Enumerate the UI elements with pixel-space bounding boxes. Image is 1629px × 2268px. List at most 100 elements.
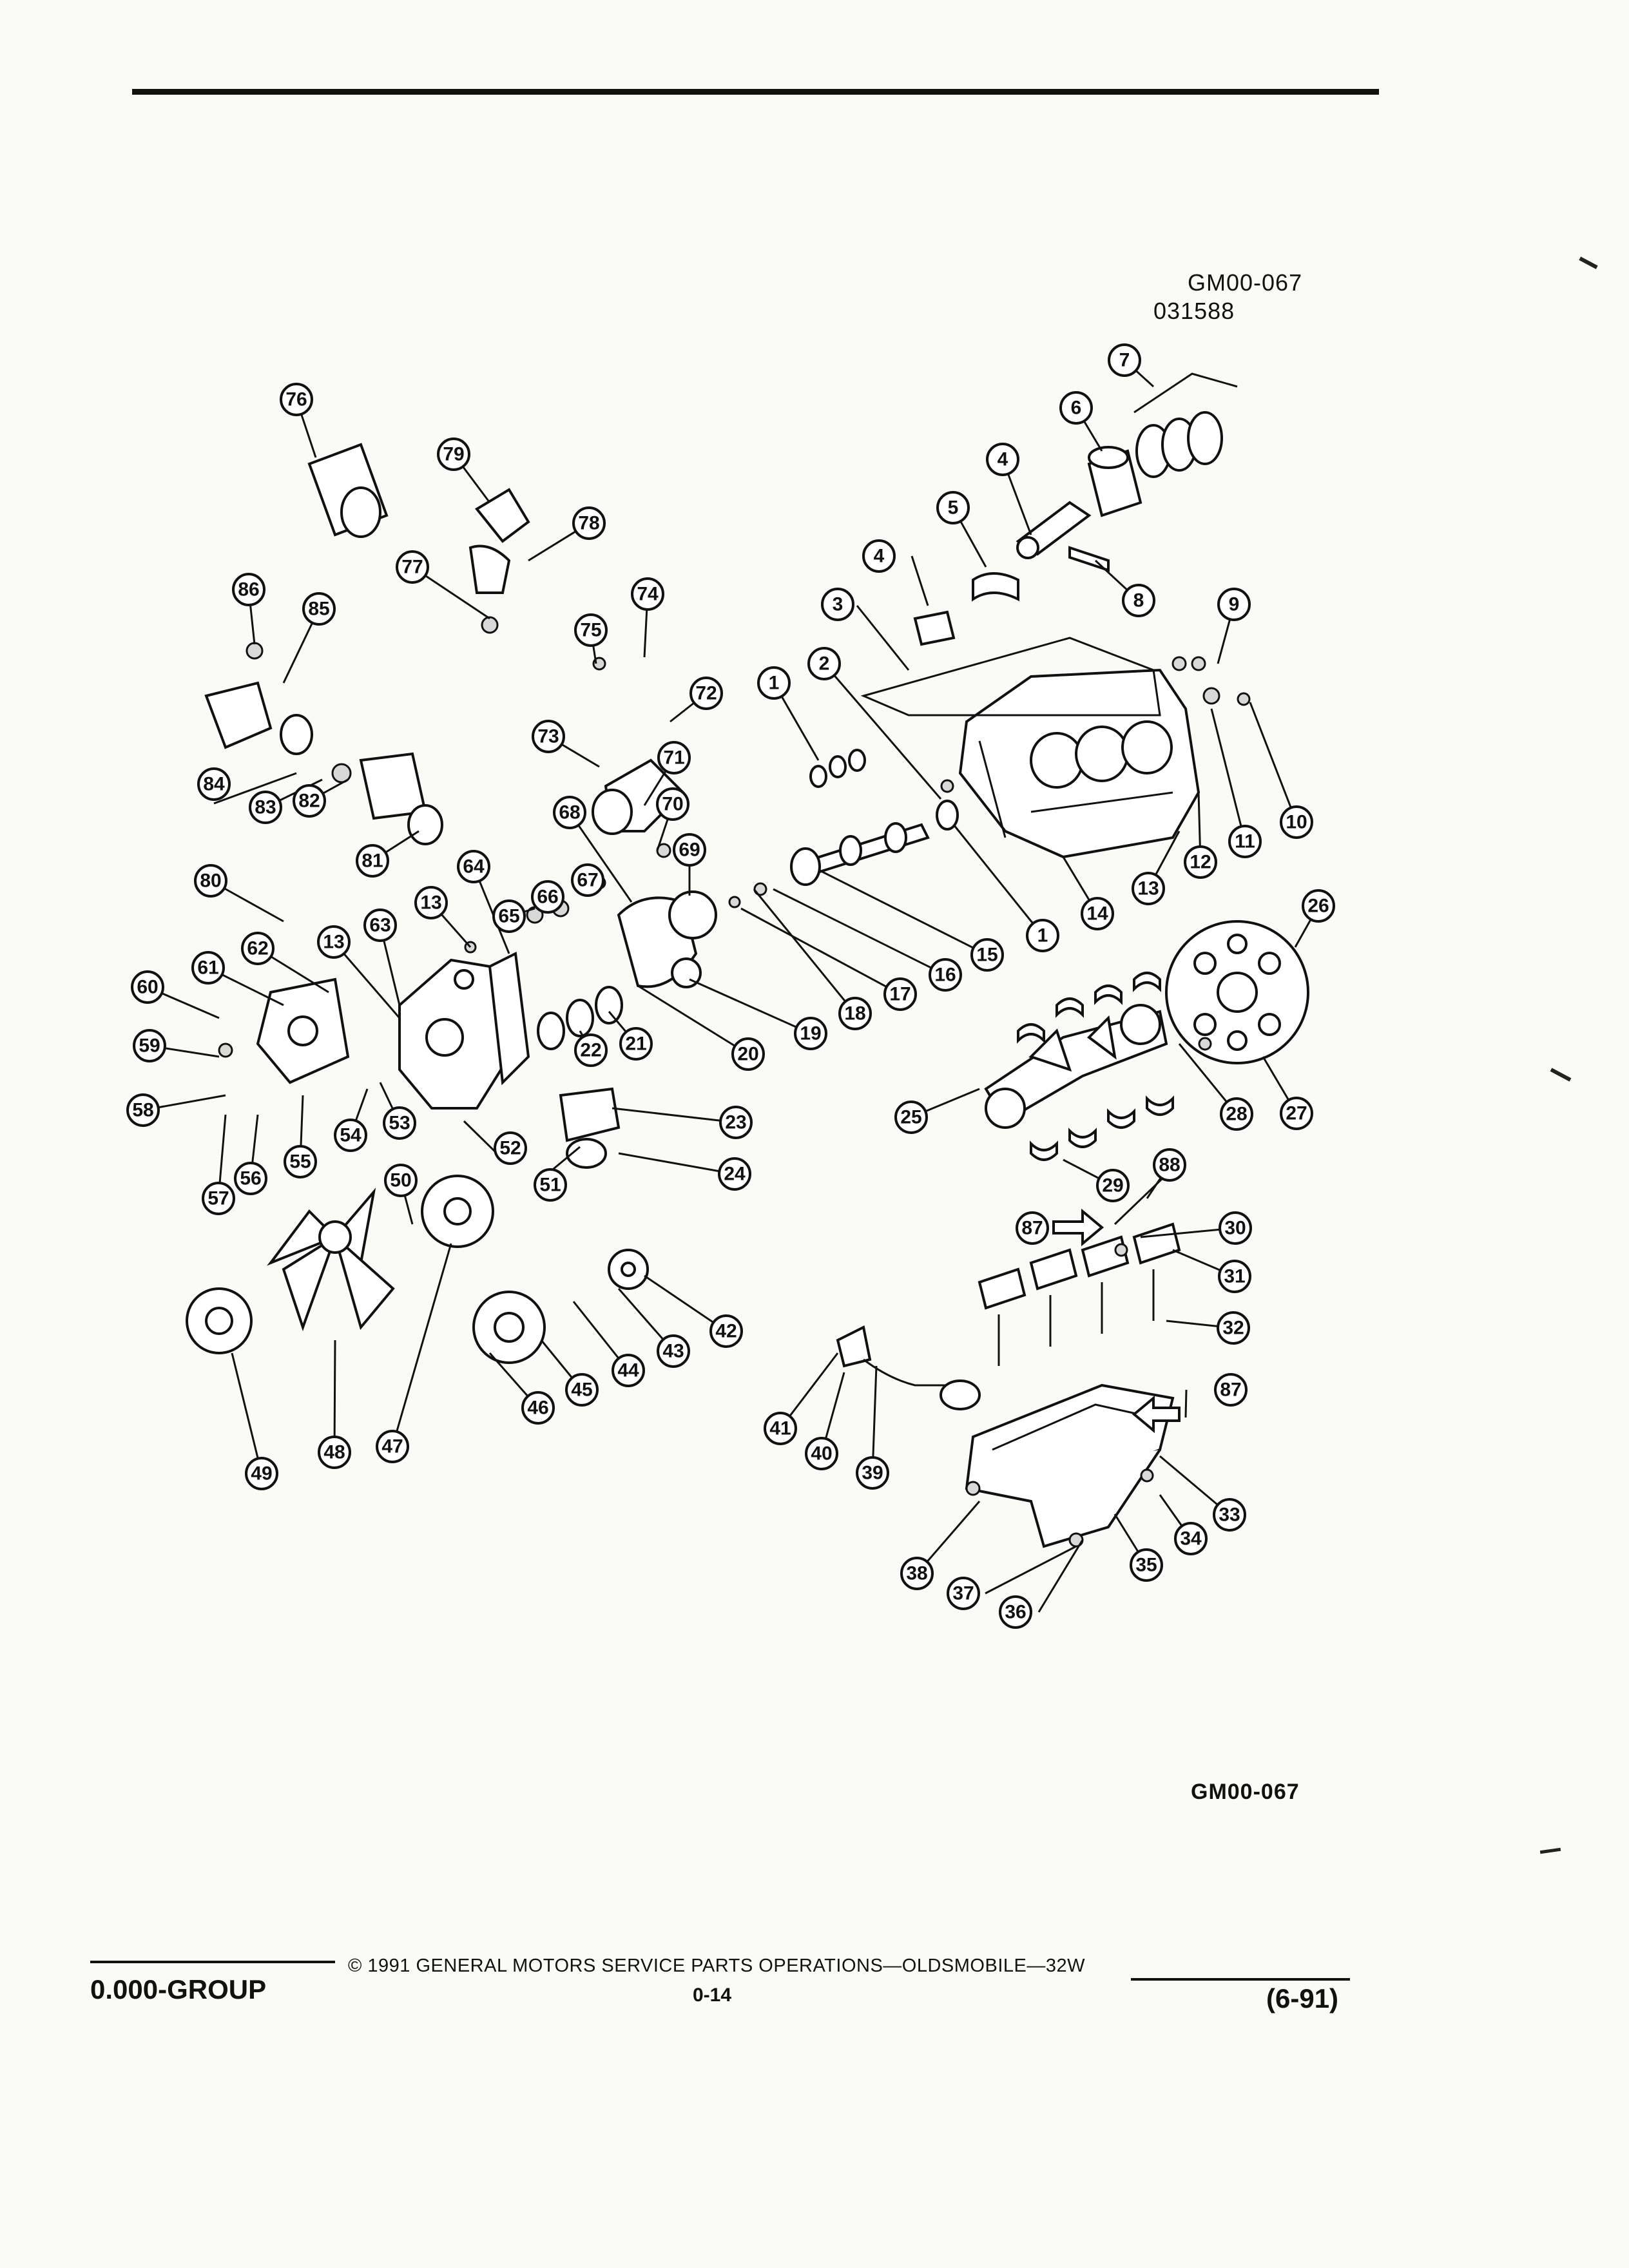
svg-text:25: 25 [900, 1107, 921, 1128]
callout-71: 71 [657, 741, 691, 774]
callout-1: 1 [757, 666, 791, 700]
svg-text:6: 6 [1071, 398, 1082, 419]
svg-text:63: 63 [369, 915, 390, 936]
svg-text:17: 17 [889, 984, 911, 1005]
svg-text:13: 13 [1137, 878, 1159, 899]
front-seal-3 [595, 986, 623, 1024]
svg-text:29: 29 [1102, 1175, 1123, 1196]
callout-11: 11 [1228, 825, 1262, 858]
callout-17: 17 [883, 977, 917, 1011]
callout-13: 13 [414, 886, 448, 919]
svg-text:5: 5 [948, 497, 959, 519]
svg-text:52: 52 [499, 1138, 521, 1159]
svg-text:72: 72 [695, 683, 717, 704]
svg-text:60: 60 [137, 977, 158, 998]
callout-73: 73 [532, 720, 565, 753]
svg-text:79: 79 [443, 444, 464, 465]
callout-42: 42 [709, 1314, 743, 1348]
callout-31: 31 [1218, 1260, 1251, 1293]
svg-text:15: 15 [976, 945, 998, 966]
callout-83: 83 [249, 791, 282, 824]
svg-text:88: 88 [1159, 1155, 1180, 1176]
fan [267, 1187, 395, 1332]
svg-text:83: 83 [255, 797, 276, 818]
svg-text:80: 80 [200, 870, 221, 892]
callout-14: 14 [1081, 897, 1114, 930]
callout-8: 8 [1122, 584, 1155, 617]
callout-58: 58 [126, 1093, 160, 1127]
callout-36: 36 [999, 1595, 1032, 1629]
svg-text:87: 87 [1021, 1218, 1043, 1239]
callout-87: 87 [1214, 1373, 1248, 1407]
svg-text:3: 3 [833, 594, 843, 615]
callout-22: 22 [574, 1033, 608, 1067]
callout-66: 66 [531, 880, 564, 914]
svg-text:65: 65 [498, 906, 519, 927]
callout-80: 80 [194, 864, 227, 898]
callout-61: 61 [191, 951, 225, 985]
callout-72: 72 [689, 677, 723, 710]
svg-text:43: 43 [662, 1341, 684, 1362]
callout-9: 9 [1217, 588, 1251, 621]
svg-text:51: 51 [539, 1175, 561, 1196]
callout-38: 38 [900, 1557, 934, 1590]
oil-filter-base [204, 681, 273, 749]
callout-44: 44 [612, 1354, 645, 1387]
mount-bracket [475, 488, 530, 543]
oil-pump-cover [566, 1138, 607, 1169]
o-ring [407, 804, 443, 845]
callout-29: 29 [1096, 1169, 1130, 1202]
damper [472, 1291, 546, 1364]
callout-57: 57 [202, 1182, 235, 1215]
callout-20: 20 [731, 1037, 765, 1071]
callout-68: 68 [553, 796, 586, 829]
oil-pump-body [559, 1087, 621, 1142]
engine-block [958, 668, 1200, 859]
svg-text:45: 45 [571, 1379, 592, 1401]
svg-text:53: 53 [389, 1113, 410, 1134]
svg-text:32: 32 [1222, 1318, 1244, 1339]
svg-text:27: 27 [1286, 1103, 1307, 1124]
svg-text:58: 58 [132, 1100, 153, 1121]
footer-page-number: 0-14 [693, 1984, 732, 2006]
svg-text:33: 33 [1219, 1504, 1240, 1526]
callout-18: 18 [838, 997, 872, 1030]
main-bearing-caps [978, 1222, 1181, 1366]
callout-77: 77 [396, 550, 429, 584]
svg-text:12: 12 [1190, 852, 1211, 873]
front-cover-plate [488, 951, 530, 1086]
svg-text:16: 16 [934, 965, 956, 986]
svg-text:54: 54 [340, 1125, 361, 1146]
svg-text:26: 26 [1307, 896, 1329, 917]
svg-text:59: 59 [139, 1035, 160, 1057]
footer-rule-right [1131, 1978, 1350, 1981]
svg-text:24: 24 [724, 1164, 746, 1185]
callout-64: 64 [457, 850, 490, 883]
callout-56: 56 [234, 1162, 267, 1195]
starter [592, 758, 685, 835]
svg-text:49: 49 [251, 1463, 272, 1485]
svg-text:21: 21 [625, 1033, 646, 1055]
callout-23: 23 [719, 1106, 753, 1139]
callout-30: 30 [1219, 1211, 1252, 1245]
callout-74: 74 [631, 577, 664, 611]
callout-50: 50 [384, 1164, 418, 1197]
footer-copyright: © 1991 GENERAL MOTORS SERVICE PARTS OPER… [348, 1956, 1085, 1976]
svg-text:31: 31 [1224, 1266, 1245, 1287]
callout-7: 7 [1108, 343, 1141, 377]
svg-text:82: 82 [298, 791, 320, 812]
callout-19: 19 [794, 1017, 827, 1050]
svg-text:30: 30 [1224, 1218, 1246, 1239]
svg-text:81: 81 [361, 850, 383, 872]
flywheel [1165, 920, 1309, 1064]
svg-text:23: 23 [725, 1112, 746, 1133]
callout-55: 55 [284, 1145, 317, 1178]
balancer-hub [608, 1249, 649, 1290]
connecting-rod [1016, 501, 1092, 559]
callout-62: 62 [241, 932, 275, 965]
callout-48: 48 [318, 1436, 351, 1469]
svg-text:86: 86 [238, 579, 259, 601]
callout-24: 24 [718, 1157, 751, 1191]
svg-text:2: 2 [819, 653, 830, 675]
